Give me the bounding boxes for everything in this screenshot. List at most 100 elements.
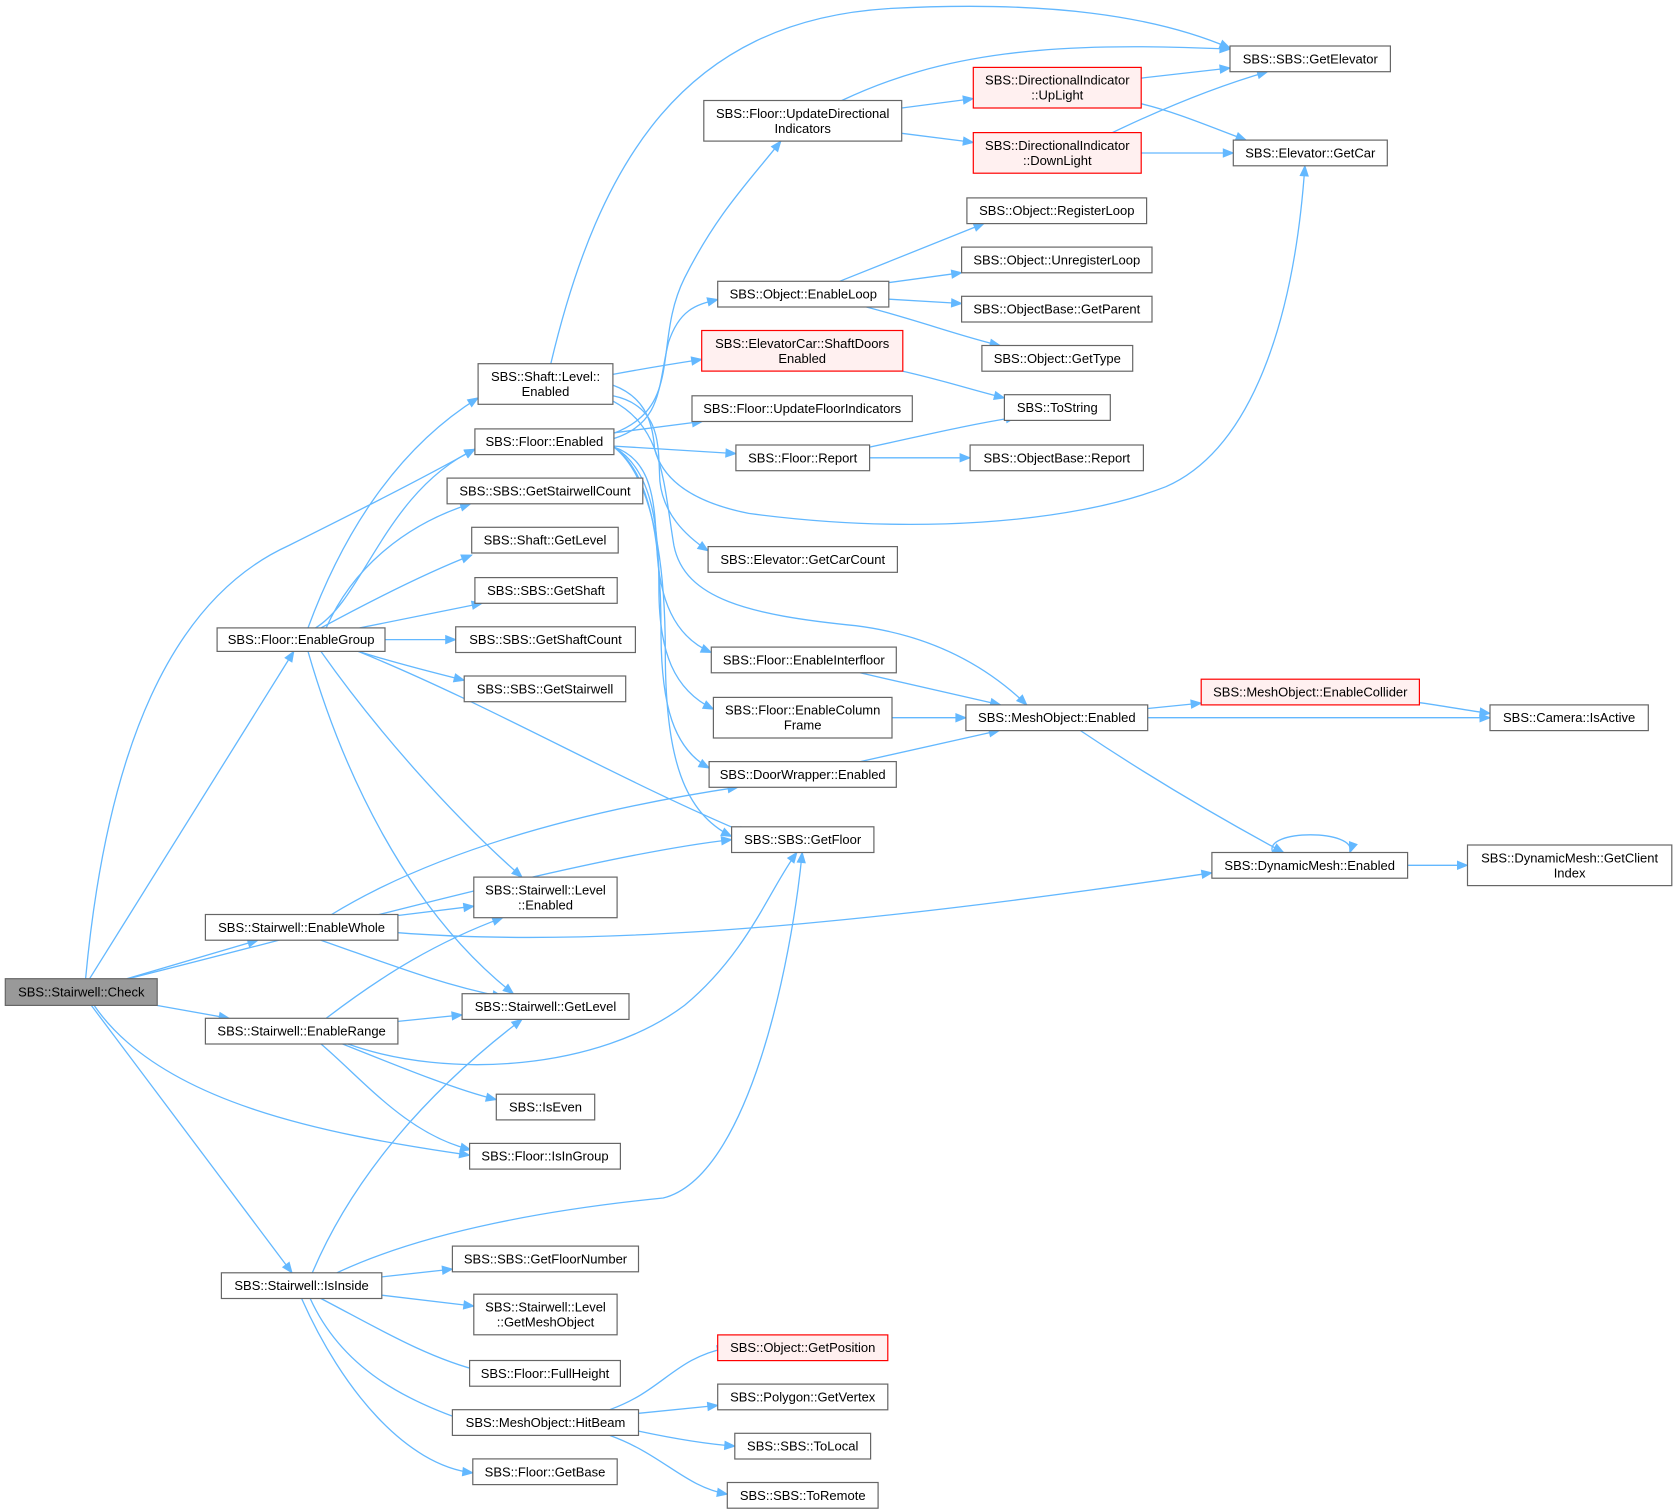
node-box [972,132,1142,174]
edge-line [1141,103,1247,141]
node-box [451,1245,640,1273]
node-sbs-getfloor[interactable]: SBS::SBS::GetFloor [730,826,875,854]
node-floor-report[interactable]: SBS::Floor::Report [735,444,871,472]
node-box [1229,45,1391,73]
node-label-line: SBS::SBS::GetShaftCount [469,632,622,647]
node-stairwell-enablewhole[interactable]: SBS::Stairwell::EnableWhole [204,913,399,941]
edge-stairwell_check-to-floor_enabled [84,448,477,979]
edge-line [320,554,472,629]
edge-directionalindicator_downlight-to-elevator_getcar [1141,148,1235,158]
node-box [717,1383,889,1411]
edge-line [839,222,985,282]
edge-line [320,939,503,998]
node-sbs-getelevator[interactable]: SBS::SBS::GetElevator [1229,45,1391,73]
node-box [981,344,1134,372]
edge-line [320,1043,471,1151]
node-elevator-getcarcount[interactable]: SBS::Elevator::GetCarCount [707,545,898,573]
node-box [972,66,1142,109]
edge-arrowhead [950,298,963,308]
node-label-line: SBS::Camera::IsActive [1503,710,1635,725]
node-sbs-getstairwellcount[interactable]: SBS::SBS::GetStairwellCount [446,477,644,505]
node-shaft-level-enabled[interactable]: SBS::Shaft::Level::Enabled [477,363,614,405]
node-elevator-getcar[interactable]: SBS::Elevator::GetCar [1232,139,1388,167]
node-label-line: SBS::Floor::Report [748,450,857,465]
node-sbs-getshaftcount[interactable]: SBS::SBS::GetShaftCount [455,626,637,654]
node-doorwrapper-enabled[interactable]: SBS::DoorWrapper::Enabled [708,760,897,788]
node-label-line: SBS::Floor::FullHeight [481,1366,610,1381]
node-object-getposition[interactable]: SBS::Object::GetPosition [717,1334,889,1362]
edge-arrowhead [770,140,782,153]
node-camera-isactive[interactable]: SBS::Camera::IsActive [1489,704,1649,732]
node-box [1232,139,1388,167]
node-sbs-getshaft[interactable]: SBS::SBS::GetShaft [474,576,618,604]
edge-floor_enabled-to-floor_updatedirectionalindicators [613,140,782,434]
node-label-line: SBS::Floor::EnableColumn [725,703,880,718]
node-object-unregisterloop[interactable]: SBS::Object::UnregisterLoop [960,246,1153,274]
node-box [735,444,871,472]
node-box [1211,851,1409,879]
node-sbs-tolocal[interactable]: SBS::SBS::ToLocal [734,1432,872,1460]
edge-arrowhead [502,983,515,995]
node-floor-isingroup[interactable]: SBS::Floor::IsInGroup [469,1142,622,1170]
node-label-line: SBS::Floor::IsInGroup [481,1149,608,1164]
node-label-line: SBS::Object::EnableLoop [730,287,877,302]
node-sbs-tostring[interactable]: SBS::ToString [1003,394,1111,422]
node-stairwell-getlevel[interactable]: SBS::Stairwell::GetLevel [461,993,630,1021]
node-directionalindicator-downlight[interactable]: SBS::DirectionalIndicator::DownLight [972,132,1142,174]
edge-line [638,1404,718,1414]
edge-arrowhead [796,851,806,864]
node-box [691,395,913,423]
node-objectbase-getparent[interactable]: SBS::ObjectBase::GetParent [960,295,1153,323]
edge-floor_enablegroup-to-shaft_getlevel [320,554,473,629]
node-sbs-toremote[interactable]: SBS::SBS::ToRemote [726,1481,879,1509]
node-shaft-getlevel[interactable]: SBS::Shaft::GetLevel [471,526,619,554]
node-stairwell-level-enabled[interactable]: SBS::Stairwell::Level::Enabled [473,876,618,919]
node-object-registerloop[interactable]: SBS::Object::RegisterLoop [966,197,1148,225]
node-stairwell-check[interactable]: SBS::Stairwell::Check [4,978,158,1007]
node-box [726,1481,879,1509]
edge-arrowhead [1272,843,1285,854]
edge-arrowhead [720,827,733,838]
node-floor-enableinterfloor[interactable]: SBS::Floor::EnableInterfloor [710,646,897,674]
node-meshobject-hitbeam[interactable]: SBS::MeshObject::HitBeam [451,1409,640,1436]
node-floor-getbase[interactable]: SBS::Floor::GetBase [472,1458,618,1486]
node-objectbase-report[interactable]: SBS::ObjectBase::Report [969,444,1144,472]
node-stairwell-level-getmeshobject[interactable]: SBS::Stairwell::Level::GetMeshObject [473,1293,618,1336]
node-floor-fullheight[interactable]: SBS::Floor::FullHeight [469,1359,622,1387]
edge-line [342,1043,497,1101]
node-stairwell-isinside[interactable]: SBS::Stairwell::IsInside [220,1272,383,1300]
node-sbs-iseven[interactable]: SBS::IsEven [495,1093,596,1121]
node-object-gettype[interactable]: SBS::Object::GetType [981,344,1134,372]
node-label-line: SBS::Shaft::Level:: [491,369,600,384]
edge-line [613,140,782,434]
node-object-enableloop[interactable]: SBS::Object::EnableLoop [717,280,890,308]
edge-arrowhead [284,650,295,663]
node-label-line: ::GetMeshObject [497,1315,595,1330]
node-sbs-getstairwell[interactable]: SBS::SBS::GetStairwell [463,675,627,703]
node-floor-enablegroup[interactable]: SBS::Floor::EnableGroup [216,627,386,653]
edge-arrowhead [701,700,715,710]
node-meshobject-enabled[interactable]: SBS::MeshObject::Enabled [965,704,1149,732]
node-directionalindicator-uplight[interactable]: SBS::DirectionalIndicator::UpLight [972,66,1142,109]
edge-arrowhead [1190,699,1203,709]
edge-line [309,1298,471,1424]
node-floor-updatefloorindicators[interactable]: SBS::Floor::UpdateFloorIndicators [691,395,913,423]
edge-line [128,838,732,980]
edge-floor_enablegroup-to-sbs_getstairwellcount [325,502,472,629]
node-box [4,978,158,1007]
node-polygon-getvertex[interactable]: SBS::Polygon::GetVertex [717,1383,889,1411]
edge-arrowhead [720,836,733,846]
edge-arrowhead [972,223,986,232]
node-stairwell-enablerange[interactable]: SBS::Stairwell::EnableRange [204,1017,399,1045]
edge-arrowhead [955,712,968,723]
node-meshobject-enablecollider[interactable]: SBS::MeshObject::EnableCollider [1200,678,1420,706]
node-sbs-getfloornumber[interactable]: SBS::SBS::GetFloorNumber [451,1245,640,1273]
node-floor-enabled[interactable]: SBS::Floor::Enabled [474,428,615,456]
edge-line [609,1347,728,1411]
node-dynamicmesh-enabled[interactable]: SBS::DynamicMesh::Enabled [1211,851,1409,879]
edge-arrowhead [1222,148,1235,158]
